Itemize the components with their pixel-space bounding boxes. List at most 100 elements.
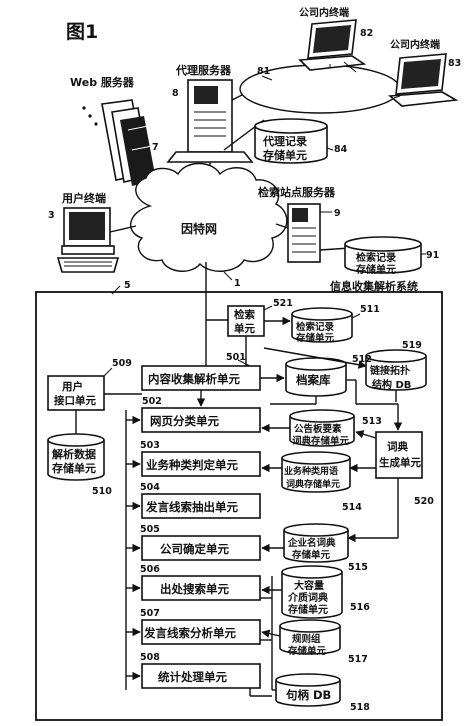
- dict-gen-line1: 词典: [387, 440, 408, 453]
- clue-analysis-box: [141, 619, 261, 645]
- business-judge-ref: 503: [140, 440, 160, 451]
- database-icon: [281, 565, 343, 619]
- database-icon: [281, 451, 351, 493]
- link-db-ref: 519: [402, 340, 422, 351]
- search-unit-line1: 检索: [234, 308, 255, 321]
- search-site-server-ref: 9: [334, 208, 341, 219]
- handle-db-ref: 518: [350, 702, 370, 713]
- dict-gen-box: [375, 431, 423, 479]
- clue-extract-label: 发言线索抽出单元: [145, 500, 238, 514]
- company-terminal-1-label: 公司内终端: [299, 6, 349, 19]
- search-site-server-label: 检索站点服务器: [258, 185, 336, 199]
- clue-analysis-ref: 507: [140, 608, 160, 619]
- bbs-dict-line2: 词典存储单元: [292, 435, 350, 447]
- web-server-ref: 7: [152, 142, 159, 153]
- search-log-ref: 511: [360, 304, 380, 315]
- company-dict-line2: 存储单元: [291, 549, 331, 561]
- proxy-log-line1: 代理记录: [262, 134, 307, 148]
- user-interface-line2: 接口单元: [54, 394, 96, 407]
- database-icon: [47, 433, 105, 481]
- media-dict-line1: 大容量: [294, 579, 324, 592]
- stats-box: [141, 663, 261, 689]
- user-interface-ref: 509: [112, 358, 132, 369]
- search-unit-line2: 单元: [234, 322, 255, 335]
- content-unit-label: 内容收集解析单元: [148, 372, 240, 386]
- database-icon: [291, 307, 353, 343]
- stats-ref: 508: [140, 652, 160, 663]
- rule-storage-line1: 规则组: [292, 633, 321, 645]
- source-search-box: [141, 575, 261, 601]
- site-log-ref: 91: [426, 250, 439, 261]
- database-icon: [365, 349, 427, 391]
- proxy-server-ref: 8: [172, 88, 179, 99]
- search-log-line2: 存储单元: [295, 332, 335, 344]
- archive-ref: 512: [352, 354, 372, 365]
- clue-extract-box: [141, 493, 261, 519]
- web-server-label: Web 服务器: [70, 75, 135, 89]
- internet-cloud: [130, 162, 288, 272]
- company-lan-ref: 81: [257, 66, 270, 77]
- server-icon: [287, 203, 321, 263]
- laptop-icon: [298, 19, 367, 71]
- database-icon: [275, 673, 341, 707]
- server-icon: [166, 79, 254, 163]
- company-fix-label: 公司确定单元: [160, 542, 229, 556]
- proxy-log-ref: 84: [334, 144, 348, 155]
- business-dict-line2: 词典存储单元: [286, 478, 340, 490]
- rule-storage-ref: 517: [348, 654, 368, 665]
- page-classify-ref: 502: [142, 396, 162, 407]
- bbs-dict-line1: 公告板要素: [294, 423, 342, 435]
- company-fix-box: [141, 535, 261, 561]
- proxy-log-line2: 存储单元: [263, 148, 307, 162]
- company-terminal-2-ref: 83: [448, 58, 461, 69]
- desktop-computer-icon: [56, 207, 120, 273]
- database-icon: [289, 409, 355, 447]
- analysis-storage-ref: 510: [92, 486, 112, 497]
- internet-label: 因特网: [181, 221, 217, 236]
- link-db-line1: 链接拓扑: [369, 364, 410, 377]
- site-log-line2: 存储单元: [356, 263, 396, 276]
- database-icon: [283, 523, 349, 563]
- business-dict-line1: 业务种类用语: [284, 465, 338, 477]
- laptop-icon: [387, 53, 459, 107]
- user-interface-line1: 用户: [61, 380, 83, 393]
- database-icon: [344, 236, 422, 274]
- user-terminal-label: 用户终端: [62, 191, 106, 205]
- proxy-server-label: 代理服务器: [175, 63, 232, 77]
- site-log-line1: 检索记录: [356, 251, 396, 264]
- company-dict-ref: 515: [348, 562, 368, 573]
- system-ref: 5: [124, 280, 131, 291]
- company-dict-line1: 企业名词典: [287, 537, 336, 549]
- page-classify-box: [141, 407, 261, 433]
- clue-analysis-label: 发言线索分析单元: [143, 626, 236, 640]
- system-label: 信息收集解析系统: [330, 279, 418, 293]
- handle-db-label: 句柄 DB: [286, 688, 331, 702]
- user-interface-box: [47, 375, 105, 411]
- analysis-storage-line1: 解析数据: [52, 447, 96, 461]
- business-judge-label: 业务种类判定单元: [146, 458, 238, 472]
- bbs-dict-ref: 513: [362, 416, 382, 427]
- figure-title: 图1: [66, 21, 98, 43]
- content-unit-ref: 501: [226, 352, 246, 363]
- server-icon: [82, 99, 156, 186]
- media-dict-ref: 516: [350, 602, 370, 613]
- rule-storage-line2: 存储单元: [287, 645, 327, 657]
- business-dict-ref: 514: [342, 502, 362, 513]
- database-icon: [279, 619, 341, 655]
- internet-ref: 1: [234, 278, 241, 289]
- clue-extract-ref: 504: [140, 482, 160, 493]
- dict-gen-ref: 520: [414, 496, 434, 507]
- analysis-storage-line2: 存储单元: [52, 461, 96, 475]
- link-db-line2: 结构 DB: [372, 378, 411, 391]
- database-icon: [254, 118, 328, 164]
- source-search-ref: 506: [140, 564, 160, 575]
- company-terminal-1-ref: 82: [360, 28, 373, 39]
- dict-gen-line2: 生成单元: [379, 456, 421, 469]
- stats-label: 统计处理单元: [158, 670, 227, 684]
- company-terminal-2-label: 公司内终端: [390, 38, 440, 51]
- media-dict-line3: 存储单元: [288, 603, 328, 616]
- search-unit-ref: 521: [273, 298, 293, 309]
- search-log-line1: 检索记录: [296, 321, 335, 333]
- user-terminal-ref: 3: [48, 210, 55, 221]
